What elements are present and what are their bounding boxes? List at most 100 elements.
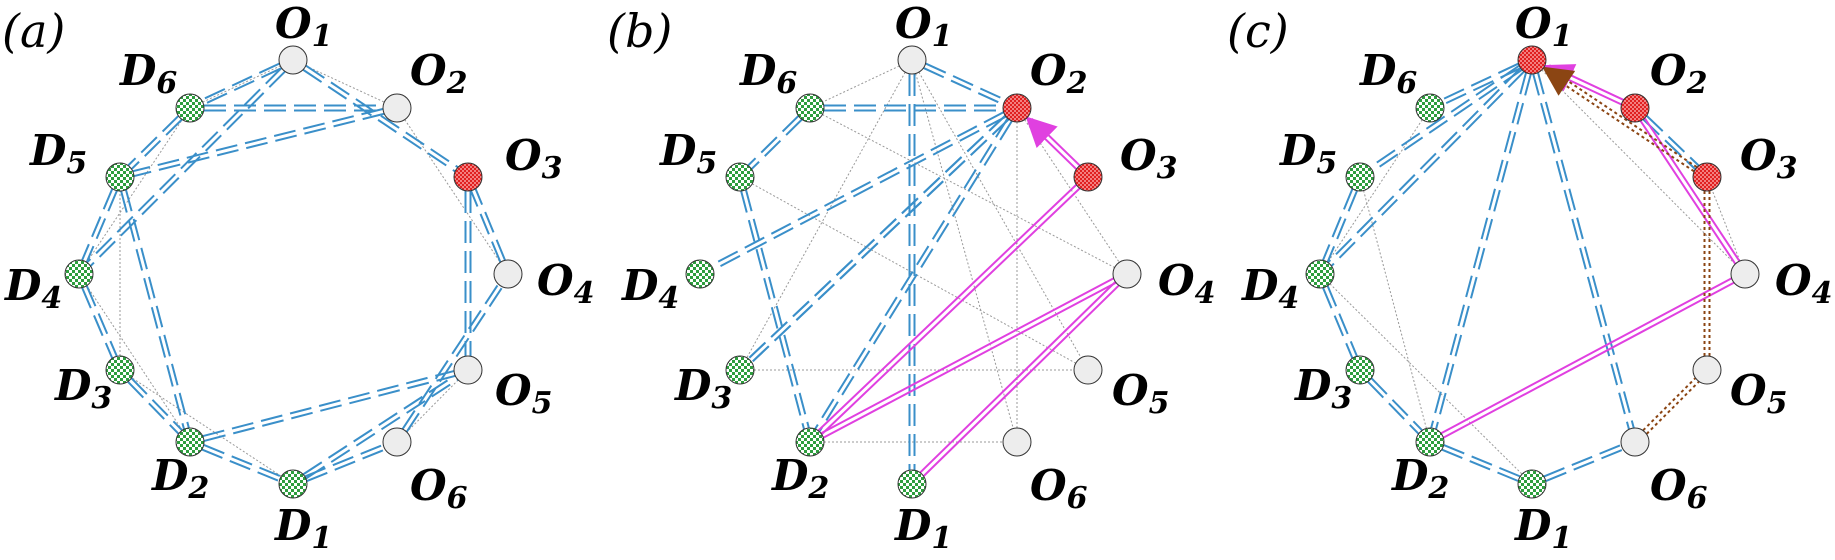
magenta-edge-O4-D2 (820, 277, 1114, 435)
node-O5 (453, 355, 483, 385)
magenta-edge-O4-O2 (1643, 117, 1741, 262)
node-D5 (105, 162, 135, 192)
node-label-O2: O2 (410, 46, 467, 101)
magenta-edge-O4-D2 (1440, 277, 1732, 435)
blue-edge-D2-D1 (201, 448, 280, 482)
blue-edge-O4-O3 (470, 190, 502, 263)
gray-edge-O1-D6 (822, 65, 900, 103)
blue-edge-D4-D3 (1322, 287, 1354, 359)
gray-edge-O1-O4 (1541, 69, 1736, 265)
node-O6 (1620, 427, 1650, 457)
blue-edge-D6-D5 (751, 118, 803, 170)
node-label-D5: D5 (659, 126, 717, 181)
blue-edge-D4-D3 (81, 287, 114, 359)
magenta-edge-O4-D1 (919, 281, 1116, 474)
node-D1 (278, 469, 308, 499)
node-D5 (725, 162, 755, 192)
node-D3 (1345, 355, 1375, 385)
blue-edge-D1-O5 (302, 374, 456, 476)
node-label-D4: D4 (4, 261, 62, 316)
node-label-O1: O1 (275, 0, 332, 54)
gray-edge-D5-D2 (1363, 190, 1427, 429)
node-label-D3: D3 (674, 361, 732, 416)
blue-edge-O1-D4 (1330, 71, 1525, 267)
brown-edge-O6-O5 (1642, 377, 1697, 432)
gray-edge-O5-O6 (406, 379, 459, 433)
blue-edge-O1-O2 (925, 62, 1006, 101)
node-O1 (1517, 45, 1547, 75)
blue-edge-O2-D5 (133, 112, 385, 178)
node-O1 (897, 45, 927, 75)
node-label-O6: O6 (1650, 461, 1708, 516)
blue-edge-O2-D5 (132, 107, 384, 173)
panel-label-b: (b) (607, 4, 672, 58)
node-O2 (382, 93, 412, 123)
node-label-O5: O5 (495, 366, 552, 421)
panel-label-c: (c) (1227, 4, 1289, 58)
magenta-arrow-O2-O1 (1546, 68, 1622, 106)
blue-edge-O2-D3 (747, 115, 1006, 360)
magenta-edge-O3-D2 (821, 187, 1081, 435)
blue-edge-D3-D2 (1367, 381, 1420, 435)
node-D6 (175, 93, 205, 123)
node-label-O6: O6 (410, 461, 468, 516)
node-D3 (105, 355, 135, 385)
gray-edge-D6-O4 (822, 114, 1115, 268)
blue-edge-O1-O6 (1537, 72, 1635, 429)
blue-edge-O1-O2 (923, 67, 1004, 106)
node-label-O6: O6 (1030, 461, 1088, 516)
node-label-O4: O4 (1775, 256, 1832, 311)
node-O3 (1073, 162, 1103, 192)
brown-edge-O6-O5 (1645, 380, 1700, 435)
gray-edge-D2-D4 (86, 285, 183, 431)
blue-edge-D2-D1 (1441, 448, 1519, 482)
magenta-edge-O4-D2 (823, 281, 1117, 439)
blue-edge-O2-D4 (710, 111, 1004, 267)
magenta-arrow-O3-O2 (1027, 121, 1077, 170)
node-O3 (1692, 162, 1722, 192)
blue-edge-D5-D4 (85, 190, 118, 263)
blue-edge-O1-O3 (302, 69, 456, 173)
node-D1 (897, 469, 927, 499)
node-label-D1: D1 (274, 501, 332, 556)
blue-edge-O1-D4 (86, 67, 283, 264)
node-O1 (278, 45, 308, 75)
blue-edge-O1-D4 (1327, 67, 1522, 263)
node-label-D6: D6 (1359, 46, 1417, 101)
node-D6 (1415, 93, 1445, 123)
blue-edge-D3-D2 (1370, 377, 1423, 431)
blue-edge-D1-O5 (305, 378, 459, 480)
blue-edge-D6-D5 (131, 118, 183, 170)
node-label-D3: D3 (54, 361, 112, 416)
magenta-arrow-O3-O2 (1030, 118, 1081, 167)
blue-edge-D1-O6 (1545, 448, 1624, 482)
blue-edge-O1-D2 (1430, 72, 1527, 429)
node-O4 (1730, 259, 1760, 289)
panel-label-a: (a) (2, 4, 65, 58)
blue-edge-D4-D3 (85, 285, 118, 357)
node-label-D1: D1 (894, 501, 952, 556)
node-label-O5: O5 (1730, 366, 1787, 421)
gray-edge-D4-D6 (86, 119, 183, 263)
blue-edge-O1-D5 (1372, 69, 1523, 173)
node-label-O3: O3 (1740, 131, 1797, 186)
node-D2 (1415, 427, 1445, 457)
blue-edge-O2-D2 (814, 118, 1009, 430)
node-label-D4: D4 (1241, 261, 1299, 316)
blue-edge-O1-D6 (203, 67, 282, 106)
node-label-O2: O2 (1030, 46, 1087, 101)
node-O2 (1620, 93, 1650, 123)
blue-edge-O2-D4 (713, 115, 1007, 271)
magenta-edge-O4-D2 (1443, 281, 1735, 439)
blue-edge-O1-D2 (1435, 73, 1532, 430)
node-label-D2: D2 (1391, 451, 1449, 506)
node-label-O4: O4 (537, 256, 594, 311)
magenta-arrow-O2-O1-arrowhead (1542, 64, 1577, 92)
blue-edge-D4-D3 (1326, 285, 1358, 357)
blue-edge-D2-O5 (203, 374, 456, 442)
blue-edge-D1-O6 (1543, 444, 1622, 478)
node-label-O1: O1 (895, 0, 952, 54)
gray-edge-O1-O2 (305, 65, 385, 103)
